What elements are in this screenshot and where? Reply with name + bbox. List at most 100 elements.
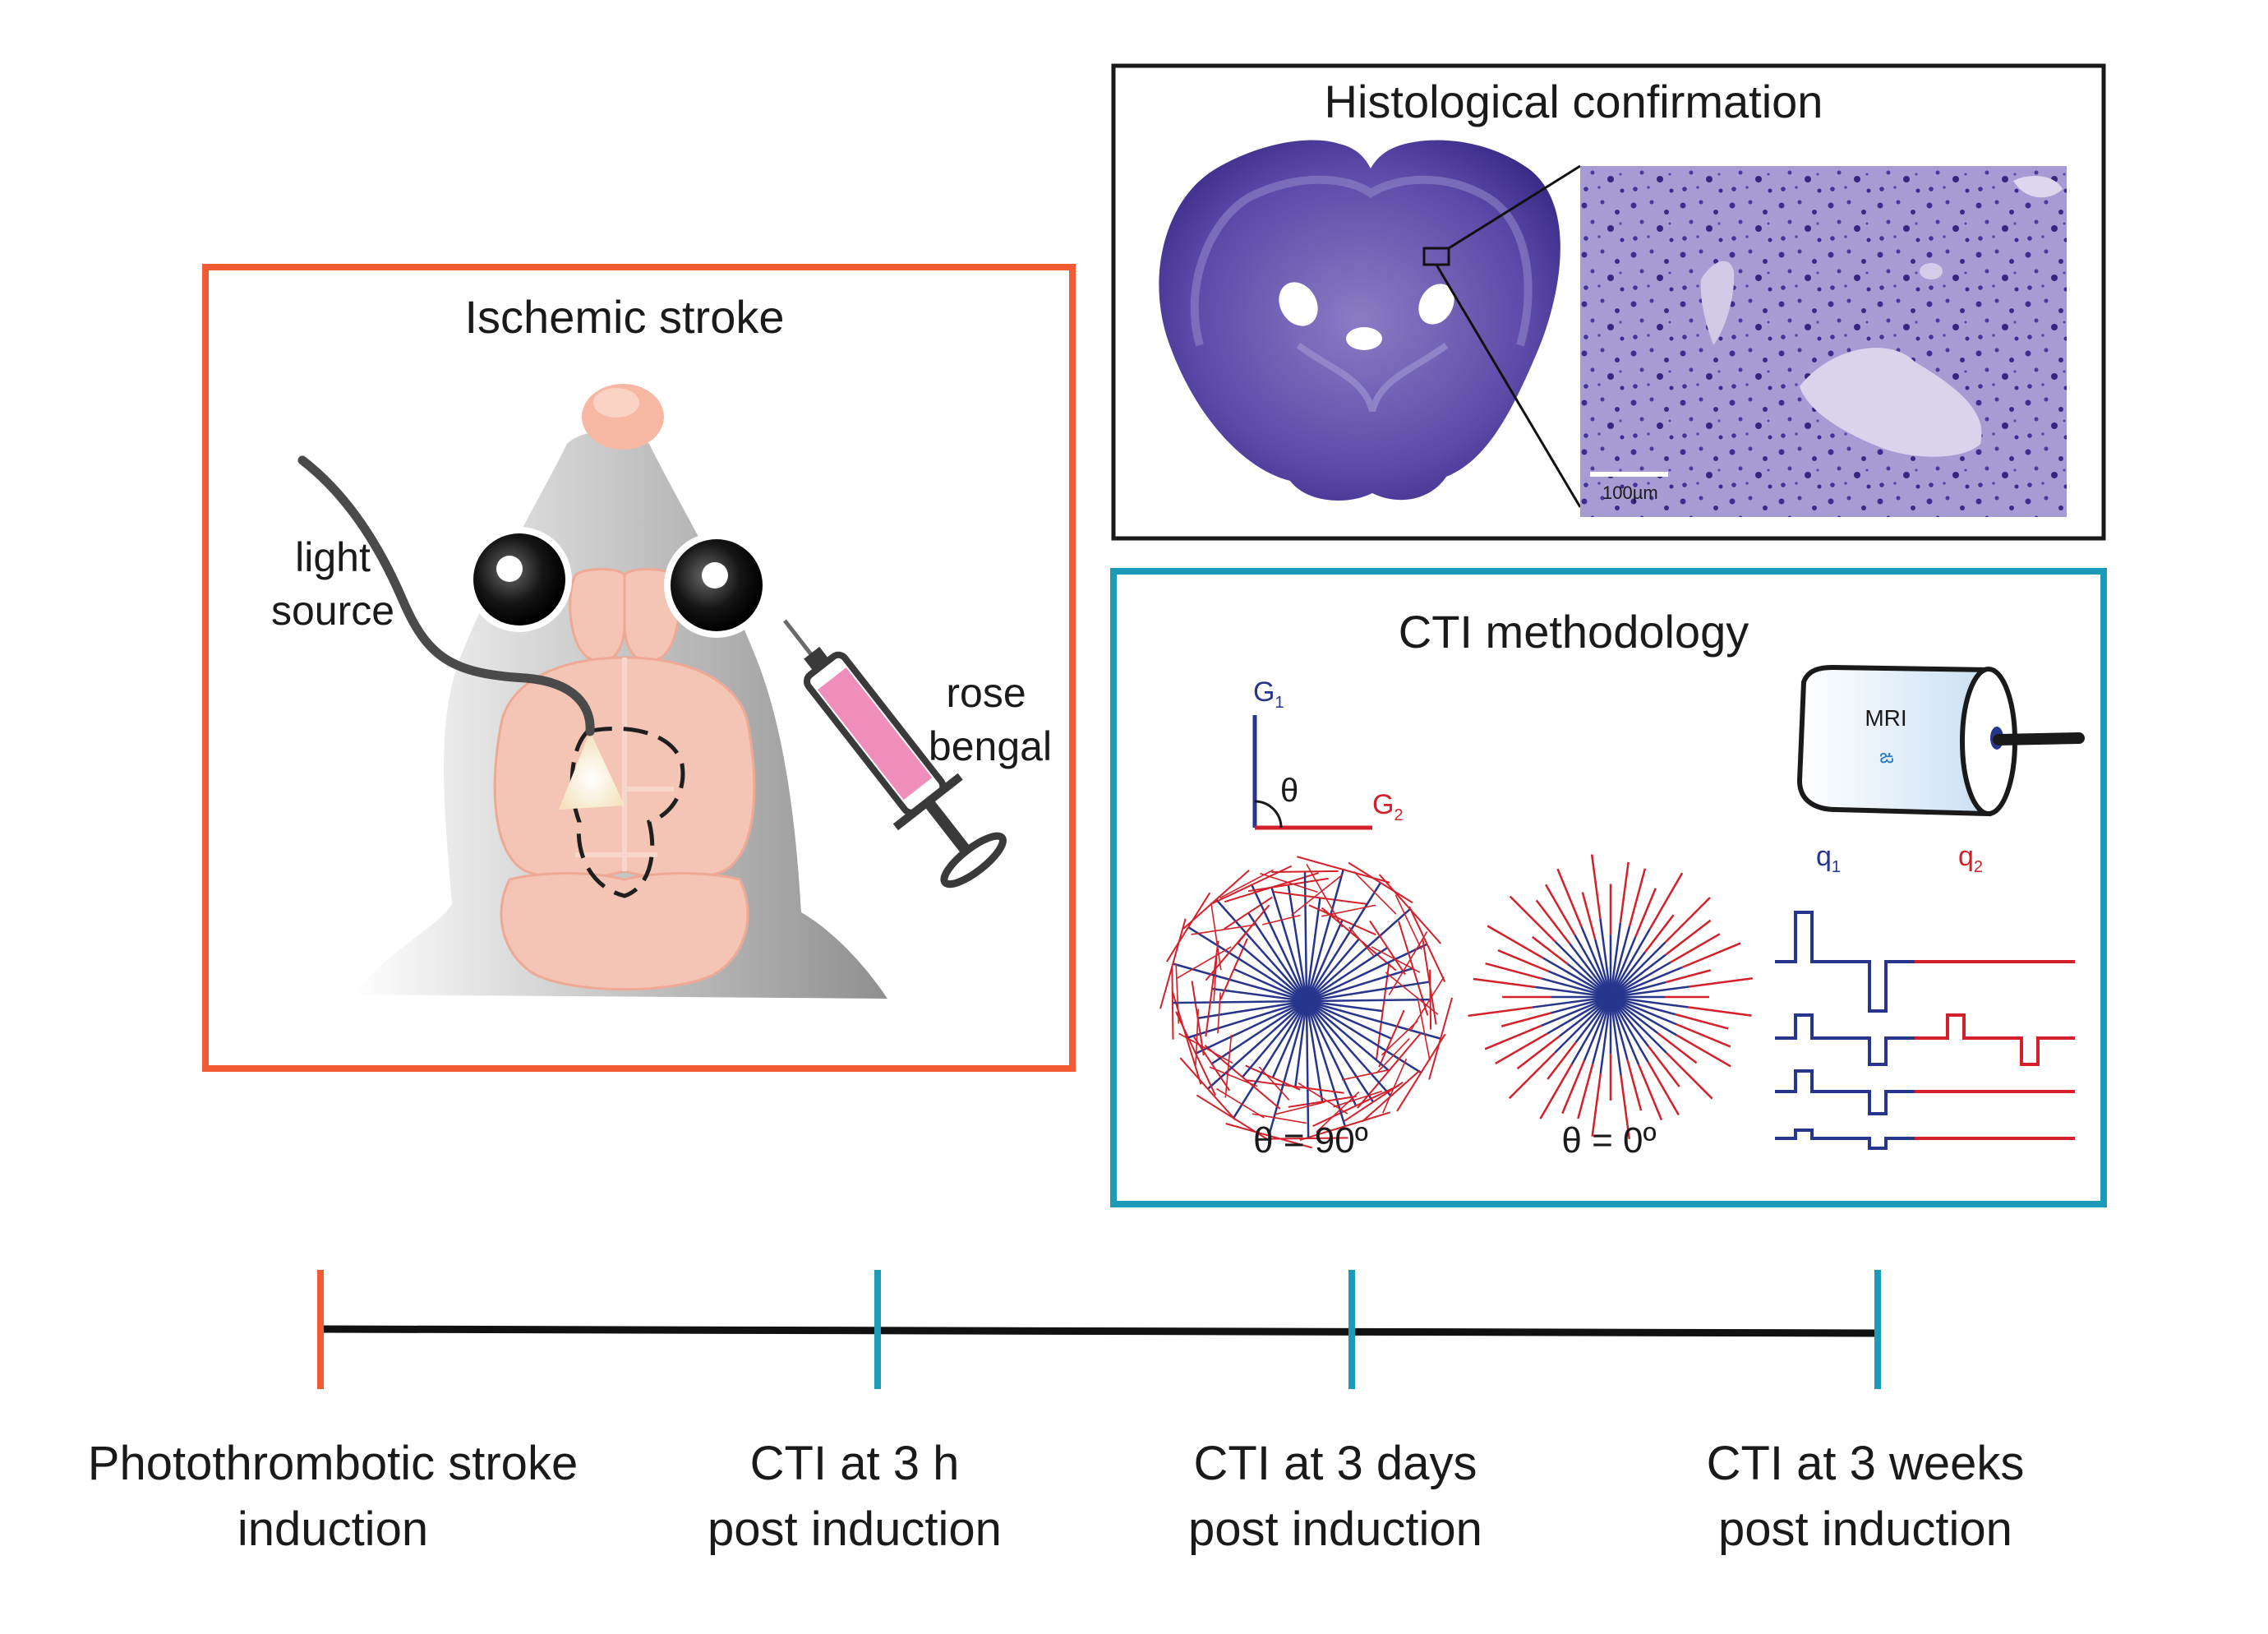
- sampling-direction: [1550, 995, 1611, 1014]
- parallel-direction: [1676, 1023, 1731, 1048]
- timeline-label-4-line2: post induction: [1718, 1502, 2012, 1556]
- sampling-direction: [1211, 987, 1307, 1003]
- parallel-direction: [1675, 1013, 1729, 1030]
- parallel-direction: [1644, 914, 1675, 953]
- theta-0-sampling-sphere: [1468, 854, 1753, 1139]
- sampling-direction: [1548, 970, 1611, 999]
- sampling-direction: [1233, 1000, 1308, 1119]
- parallel-direction: [1665, 969, 1712, 984]
- sampling-direction: [1270, 887, 1308, 1002]
- sampling-direction: [1305, 1000, 1358, 1106]
- sampling-direction: [1594, 939, 1612, 998]
- sampling-direction: [1609, 996, 1649, 1063]
- sampling-direction: [1305, 1000, 1324, 1102]
- sampling-direction: [1305, 869, 1344, 1002]
- sphere-edge: [1298, 1082, 1348, 1115]
- sampling-direction: [1566, 962, 1611, 998]
- sampling-direction: [1574, 935, 1612, 998]
- light-source-label-line1: light: [295, 534, 371, 580]
- sampling-direction: [1609, 996, 1629, 1060]
- sampling-direction: [1306, 943, 1428, 1003]
- sphere-edge: [1209, 1066, 1258, 1087]
- timeline-label-4-line1: CTI at 3 weeks: [1707, 1437, 2025, 1490]
- sampling-direction: [1306, 1000, 1392, 1097]
- orthogonal-direction: [1308, 904, 1376, 936]
- parallel-direction: [1626, 1059, 1643, 1111]
- sphere-edge: [1306, 863, 1344, 928]
- parallel-direction: [1500, 1012, 1551, 1027]
- q2-label: q2: [1958, 841, 1983, 876]
- parallel-direction: [1681, 942, 1741, 969]
- parallel-direction: [1648, 1045, 1680, 1087]
- orthogonal-direction: [1396, 1033, 1446, 1112]
- orthogonal-direction: [1182, 870, 1250, 930]
- sampling-direction: [1210, 999, 1307, 1065]
- sphere-edge: [1175, 964, 1180, 1024]
- sphere-edge: [1258, 1066, 1290, 1101]
- sphere-edge: [1210, 902, 1222, 971]
- mri-label: MRI: [1865, 705, 1906, 731]
- sphere-edge: [1333, 1090, 1383, 1108]
- orthogonal-direction: [1219, 938, 1248, 1000]
- parallel-direction: [1544, 884, 1576, 936]
- sampling-direction: [1599, 918, 1612, 998]
- orthogonal-direction: [1171, 966, 1174, 1040]
- sampling-direction: [1186, 999, 1307, 1040]
- sampling-direction: [1541, 995, 1611, 1027]
- parallel-direction: [1531, 935, 1569, 965]
- sampling-direction: [1305, 1000, 1310, 1139]
- timeline-axis: [320, 1325, 1878, 1337]
- sphere-edge: [1388, 930, 1428, 996]
- sphere-edge: [1213, 958, 1218, 1002]
- sampling-direction: [1306, 999, 1422, 1074]
- sampling-direction: [1610, 941, 1666, 998]
- rose-bengal-label-line2: bengal: [929, 723, 1052, 769]
- stroke-panel-title: Ischemic stroke: [465, 291, 785, 343]
- sampling-direction: [1554, 940, 1611, 998]
- sampling-direction: [1583, 996, 1612, 1062]
- orthogonal-direction: [1375, 962, 1390, 1060]
- light-source-fiber: [297, 455, 595, 736]
- parallel-direction: [1561, 1060, 1585, 1115]
- scale-bar-label: 100µm: [1602, 482, 1658, 503]
- timeline-label-2-line1: CTI at 3 h: [750, 1437, 960, 1490]
- sampling-direction: [1574, 996, 1611, 1043]
- histological-confirmation-panel: Histological confirmation 100µm: [1111, 63, 2106, 541]
- parallel-direction: [1628, 868, 1647, 927]
- parallel-direction: [1620, 1074, 1630, 1139]
- sampling-direction: [1247, 912, 1308, 1002]
- coronal-brain-slice: [1159, 140, 1560, 501]
- orthogonal-direction: [1225, 1123, 1312, 1149]
- sampling-direction: [1306, 967, 1414, 1003]
- sampling-direction: [1609, 996, 1622, 1076]
- sphere-edge: [1385, 972, 1439, 1015]
- parallel-direction: [1487, 925, 1544, 959]
- parallel-direction: [1666, 1052, 1713, 1100]
- theta-90-sampling-sphere: [1159, 856, 1453, 1149]
- sampling-direction: [1197, 999, 1307, 1019]
- orthogonal-direction: [1204, 1044, 1281, 1110]
- zoom-line-top: [1448, 164, 1581, 250]
- sampling-direction: [1306, 981, 1430, 1003]
- sampling-direction: [1237, 942, 1307, 1002]
- sampling-direction: [1609, 925, 1631, 998]
- parallel-direction: [1676, 1034, 1731, 1068]
- waveform-4: [1775, 1129, 2075, 1150]
- parallel-direction: [1657, 1032, 1698, 1064]
- orthogonal-direction: [1348, 861, 1413, 904]
- parallel-direction: [1590, 854, 1602, 919]
- sampling-direction: [1305, 919, 1344, 1002]
- timeline-label-1-line1: Photothrombotic stroke: [88, 1437, 578, 1490]
- parallel-direction: [1516, 1035, 1560, 1070]
- sampling-direction: [1610, 996, 1659, 1035]
- parallel-direction: [1634, 888, 1657, 938]
- parallel-direction: [1539, 1063, 1574, 1119]
- sampling-direction: [1610, 985, 1689, 999]
- syringe: [783, 619, 1007, 889]
- histology-panel-title: Histological confirmation: [1325, 76, 1823, 127]
- parallel-direction: [1688, 1006, 1752, 1017]
- sampling-direction: [1610, 996, 1650, 1047]
- stroke-panel-frame: [202, 264, 1076, 1072]
- light-source-label-line2: source: [271, 588, 394, 634]
